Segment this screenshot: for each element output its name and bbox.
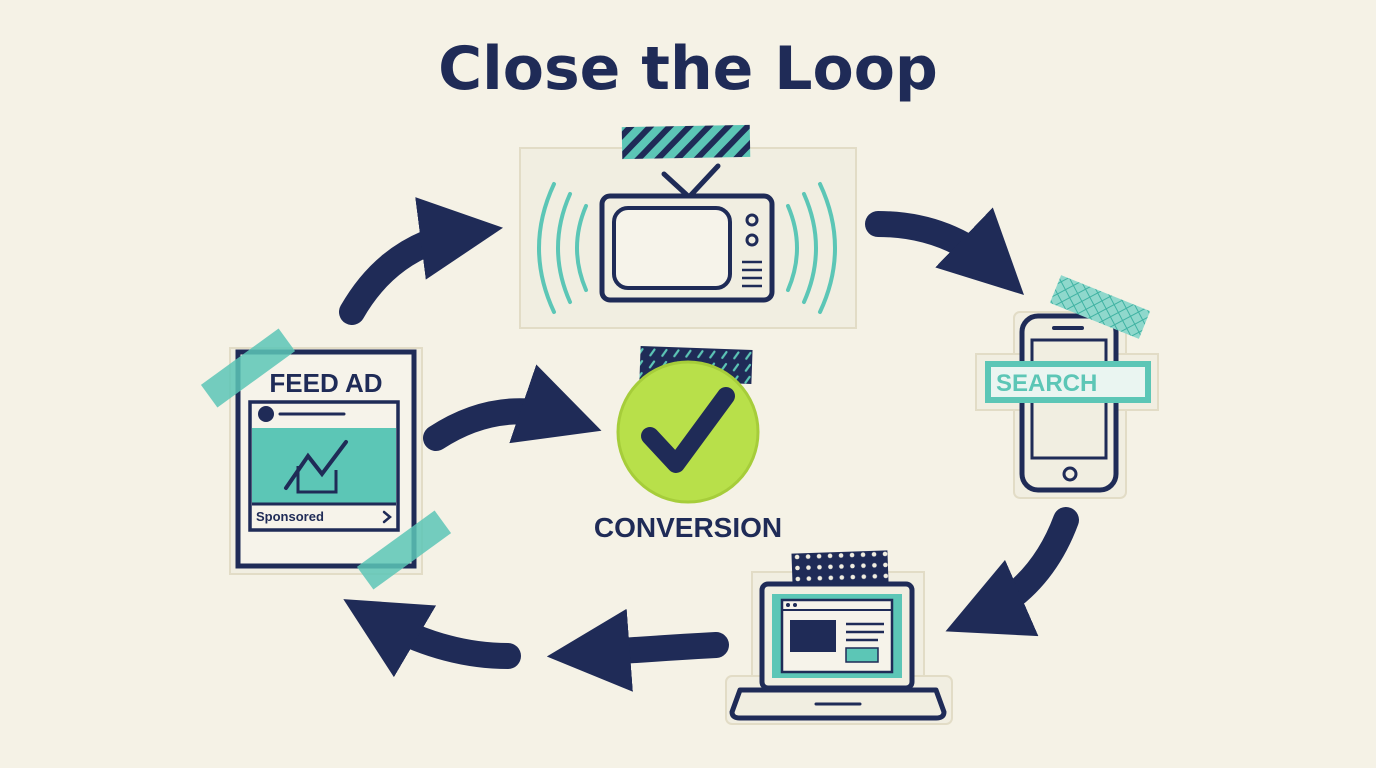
search-card: SEARCH <box>975 275 1159 499</box>
conversion-label: CONVERSION <box>594 512 782 543</box>
feed-ad-label: FEED AD <box>269 368 382 398</box>
tv-card <box>519 124 857 329</box>
arrow-search-to-laptop <box>945 507 1079 637</box>
washi-tape-teal-top <box>200 328 296 408</box>
laptop-card <box>725 550 953 725</box>
checkmark-icon <box>616 360 760 504</box>
arrow-feed-to-tv <box>339 197 504 325</box>
feed-ad-card: FEED AD Sponsored <box>200 328 452 590</box>
washi-tape-grid <box>1049 275 1151 339</box>
arrow-center-to-feed <box>343 599 521 678</box>
arrow-laptop-to-center <box>546 608 729 692</box>
sponsored-caption: Sponsored <box>256 509 324 524</box>
washi-tape-dotted <box>791 550 889 586</box>
search-bar: SEARCH <box>985 361 1151 403</box>
tv-icon <box>599 163 775 303</box>
search-label: SEARCH <box>996 370 1097 397</box>
feed-ad-icon: FEED AD Sponsored <box>235 349 417 569</box>
conversion-node: CONVERSION <box>594 346 782 543</box>
diagram-title: Close the Loop <box>438 34 938 104</box>
washi-tape-teal-bottom <box>356 510 452 590</box>
washi-tape-striped <box>621 124 751 160</box>
laptop-icon <box>729 581 947 721</box>
arrow-feed-to-conversion <box>423 364 602 451</box>
arrow-tv-to-search <box>865 207 1025 296</box>
broadcast-waves-icon <box>537 182 837 314</box>
